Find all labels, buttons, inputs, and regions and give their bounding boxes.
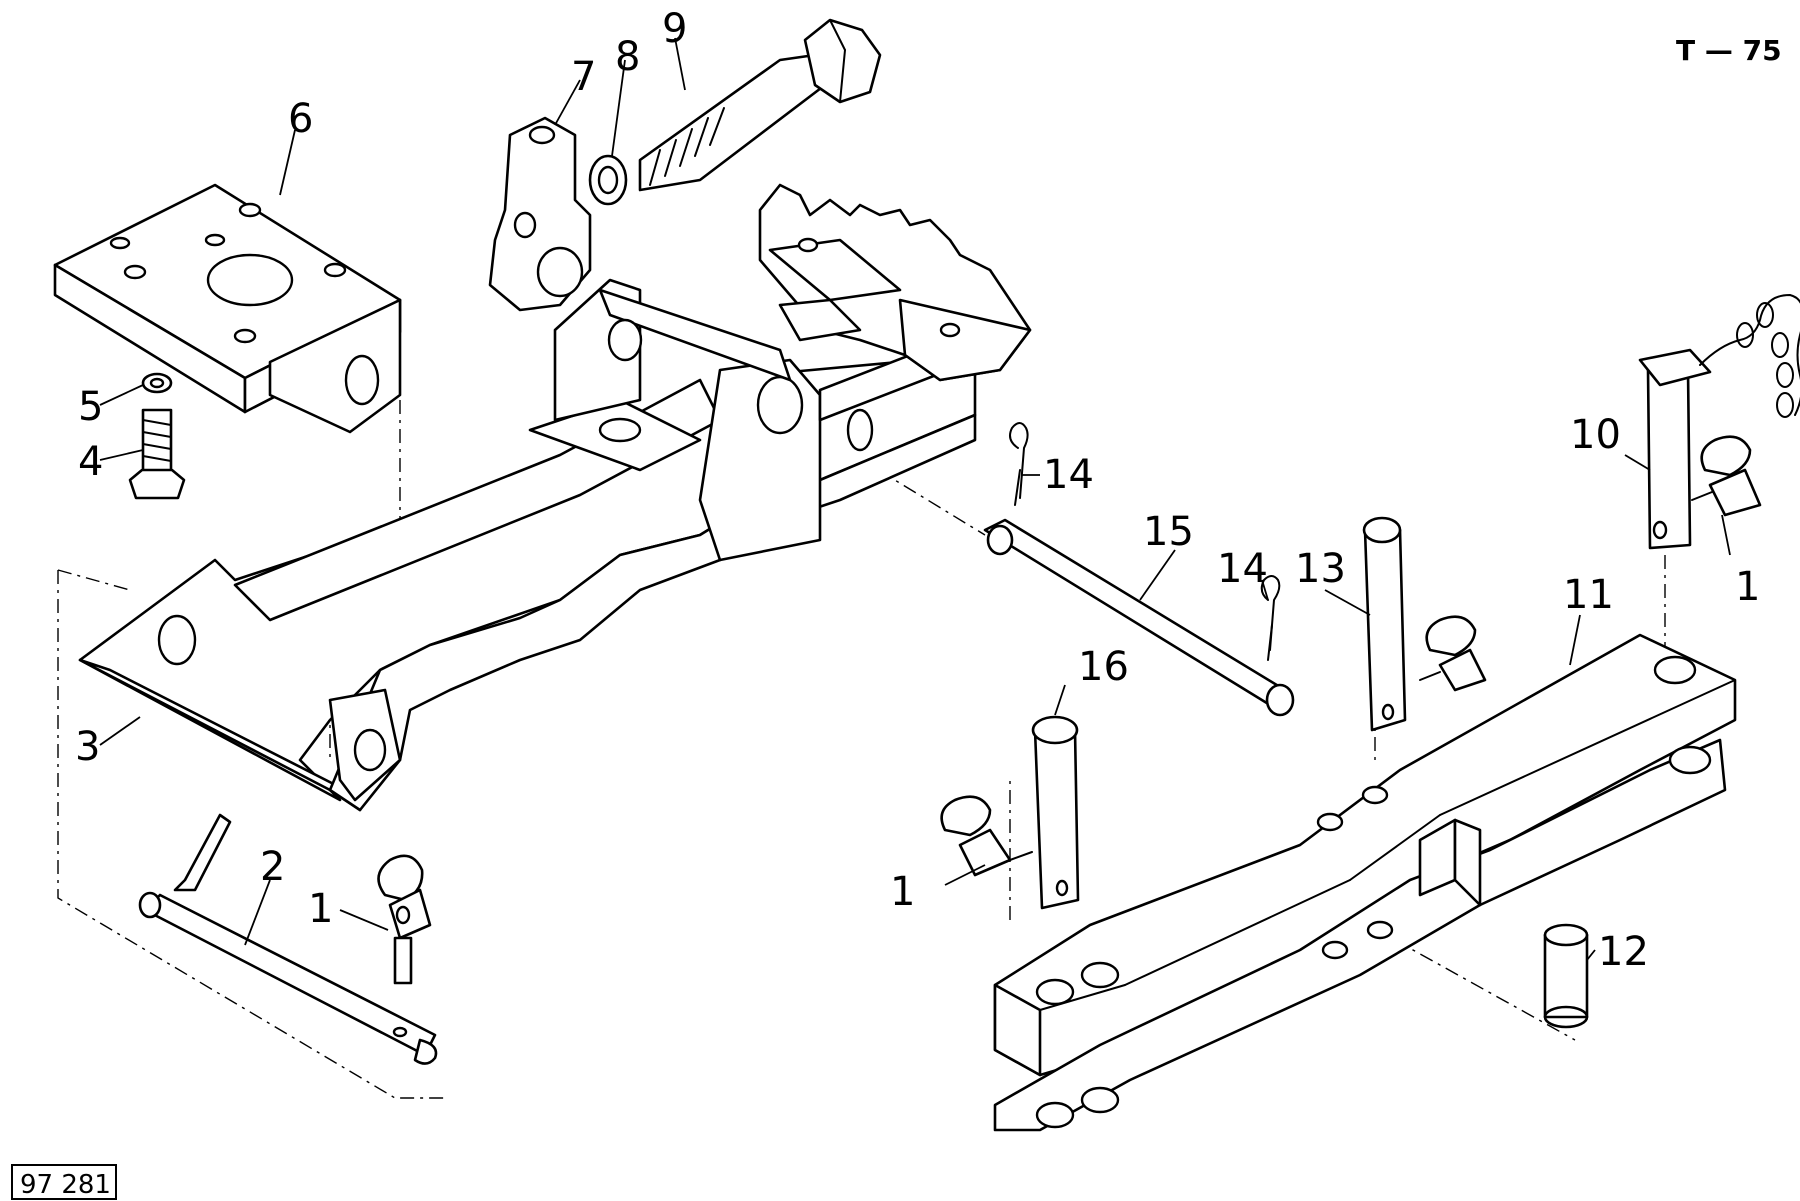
bushing-part-12 — [1543, 923, 1589, 1029]
leader-lines — [99, 37, 1731, 961]
link-bracket-part-7 — [488, 116, 592, 312]
pin-part-16 — [940, 715, 1080, 910]
drawing-number-box — [11, 1164, 117, 1200]
callout-14-a: 14 — [1043, 452, 1094, 498]
spring-clip-part-14b — [1260, 575, 1281, 661]
long-pin-part-15 — [983, 518, 1295, 717]
washer-part-8 — [588, 154, 628, 206]
callout-13: 13 — [1295, 546, 1346, 592]
bolt-part-9 — [638, 18, 882, 192]
callout-6: 6 — [288, 96, 313, 142]
callout-12: 12 — [1598, 929, 1649, 975]
callout-1-b: 1 — [890, 869, 915, 915]
callout-8: 8 — [615, 34, 640, 80]
callout-labels: 6 7 8 9 5 4 3 2 1 14 15 14 13 16 11 10 1… — [75, 6, 1760, 975]
callout-11: 11 — [1563, 572, 1614, 618]
washer-part-5 — [141, 372, 173, 394]
sheet-id-label: T — 75 — [1676, 34, 1782, 67]
callout-5: 5 — [78, 384, 103, 430]
callout-9: 9 — [662, 6, 687, 52]
pin-with-chain-part-10 — [1638, 294, 1800, 550]
main-frame-part-3 — [78, 278, 977, 812]
drawing-number-label: 97 281 — [20, 1170, 111, 1200]
callout-14-b: 14 — [1217, 546, 1268, 592]
spring-clip-part-14a — [1009, 422, 1029, 506]
callout-3: 3 — [75, 724, 100, 770]
lower-plate — [993, 738, 1727, 1132]
callout-15: 15 — [1143, 509, 1194, 555]
mounting-plate-part-6 — [53, 183, 402, 434]
pin-part-13 — [1362, 516, 1487, 732]
callout-16: 16 — [1078, 644, 1129, 690]
rack-block — [758, 183, 1032, 382]
callout-7: 7 — [571, 54, 596, 100]
bolt-part-4 — [128, 408, 186, 500]
callout-1-c: 1 — [1735, 564, 1760, 610]
handle-pin-part-2 — [138, 813, 438, 1065]
drawbar-part-11 — [993, 633, 1737, 1077]
callout-4: 4 — [78, 439, 103, 485]
callout-10: 10 — [1570, 412, 1621, 458]
callout-1-a: 1 — [308, 886, 333, 932]
r-clip-part-1 — [377, 854, 432, 985]
callout-2: 2 — [260, 844, 285, 890]
